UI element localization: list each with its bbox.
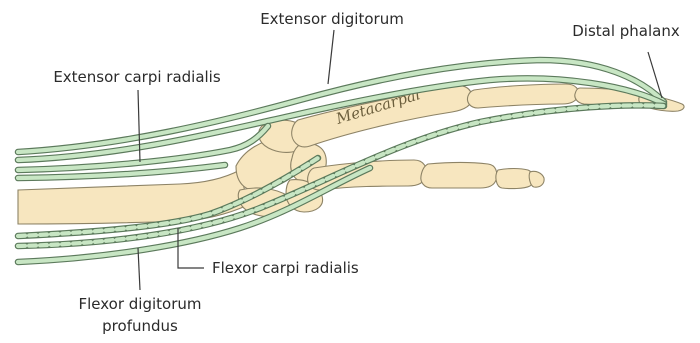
proximal-phalanx	[467, 84, 578, 108]
lower-distal-phalanx	[529, 171, 544, 187]
flexor-carpi-radialis-label: Flexor carpi radialis	[212, 259, 359, 277]
extensor-carpi-radialis-label: Extensor carpi radialis	[53, 68, 221, 86]
leader-extensor-carpi-radialis	[138, 90, 140, 162]
extensor-digitorum-label: Extensor digitorum	[260, 10, 404, 28]
flexor-digitorum-label-line1: Flexor digitorum	[78, 295, 201, 313]
distal-phalanx-label: Distal phalanx	[572, 22, 680, 40]
leader-flexor-carpi-radialis	[178, 228, 204, 268]
leader-flexor-digitorum-profundus	[138, 248, 140, 290]
lower-middle-phalanx	[496, 169, 533, 189]
flexor-digitorum-label-line2: profundus	[102, 317, 178, 335]
lower-proximal-phalanx	[421, 163, 497, 189]
leader-extensor-digitorum	[328, 30, 334, 84]
